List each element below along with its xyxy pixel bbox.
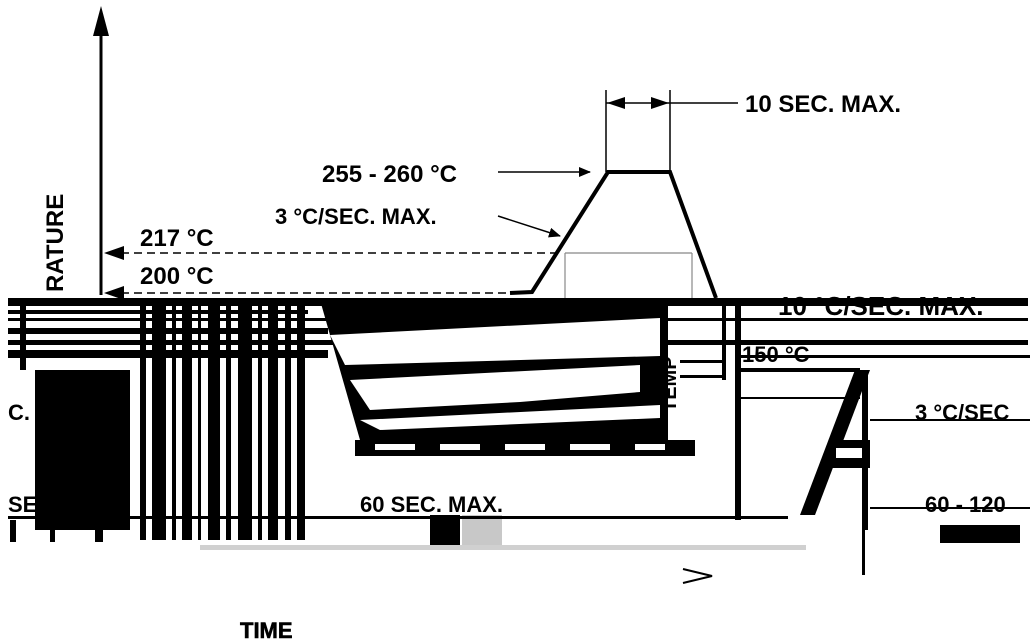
soak-temp-label: 200 °C — [140, 263, 214, 290]
time-above-liquidus-label: 60 SEC. MAX. — [360, 492, 503, 517]
preheat-time-label: 60 - 120 — [925, 492, 1006, 517]
time-axis-arrow-icon — [682, 568, 713, 584]
left-rate-label: C. MAX. — [8, 400, 91, 425]
preheat-temp-label: 150 °C — [742, 342, 810, 367]
y-axis-label: RATURE — [42, 194, 69, 292]
corrupted-region — [8, 298, 1030, 584]
peak-time-bracket — [605, 90, 738, 172]
x-axis-label: TIME — [240, 618, 293, 643]
liquidus-temp-label: 217 °C — [140, 225, 214, 252]
temp-vertical-label: TEMP — [659, 356, 681, 412]
left-time-label: SEC — [8, 492, 53, 517]
peak-time-label: 10 SEC. MAX. — [745, 91, 901, 118]
ramp-up-leader — [497, 215, 561, 238]
liquidus-arrow-icon — [104, 246, 124, 260]
soak-arrow-icon — [104, 286, 124, 300]
peak-temp-label: 255 - 260 °C — [322, 161, 457, 188]
cool-rate-label: 10 °C/SEC. MAX. — [778, 291, 983, 321]
y-axis-arrow-icon — [93, 6, 109, 36]
reflow-profile-curve — [509, 170, 718, 299]
ramp-down-label: 3 °C/SEC — [915, 400, 1009, 425]
peak-left-arrow-icon — [607, 97, 625, 109]
ramp-up-label: 3 °C/SEC. MAX. — [275, 204, 437, 229]
y-axis — [93, 6, 109, 295]
